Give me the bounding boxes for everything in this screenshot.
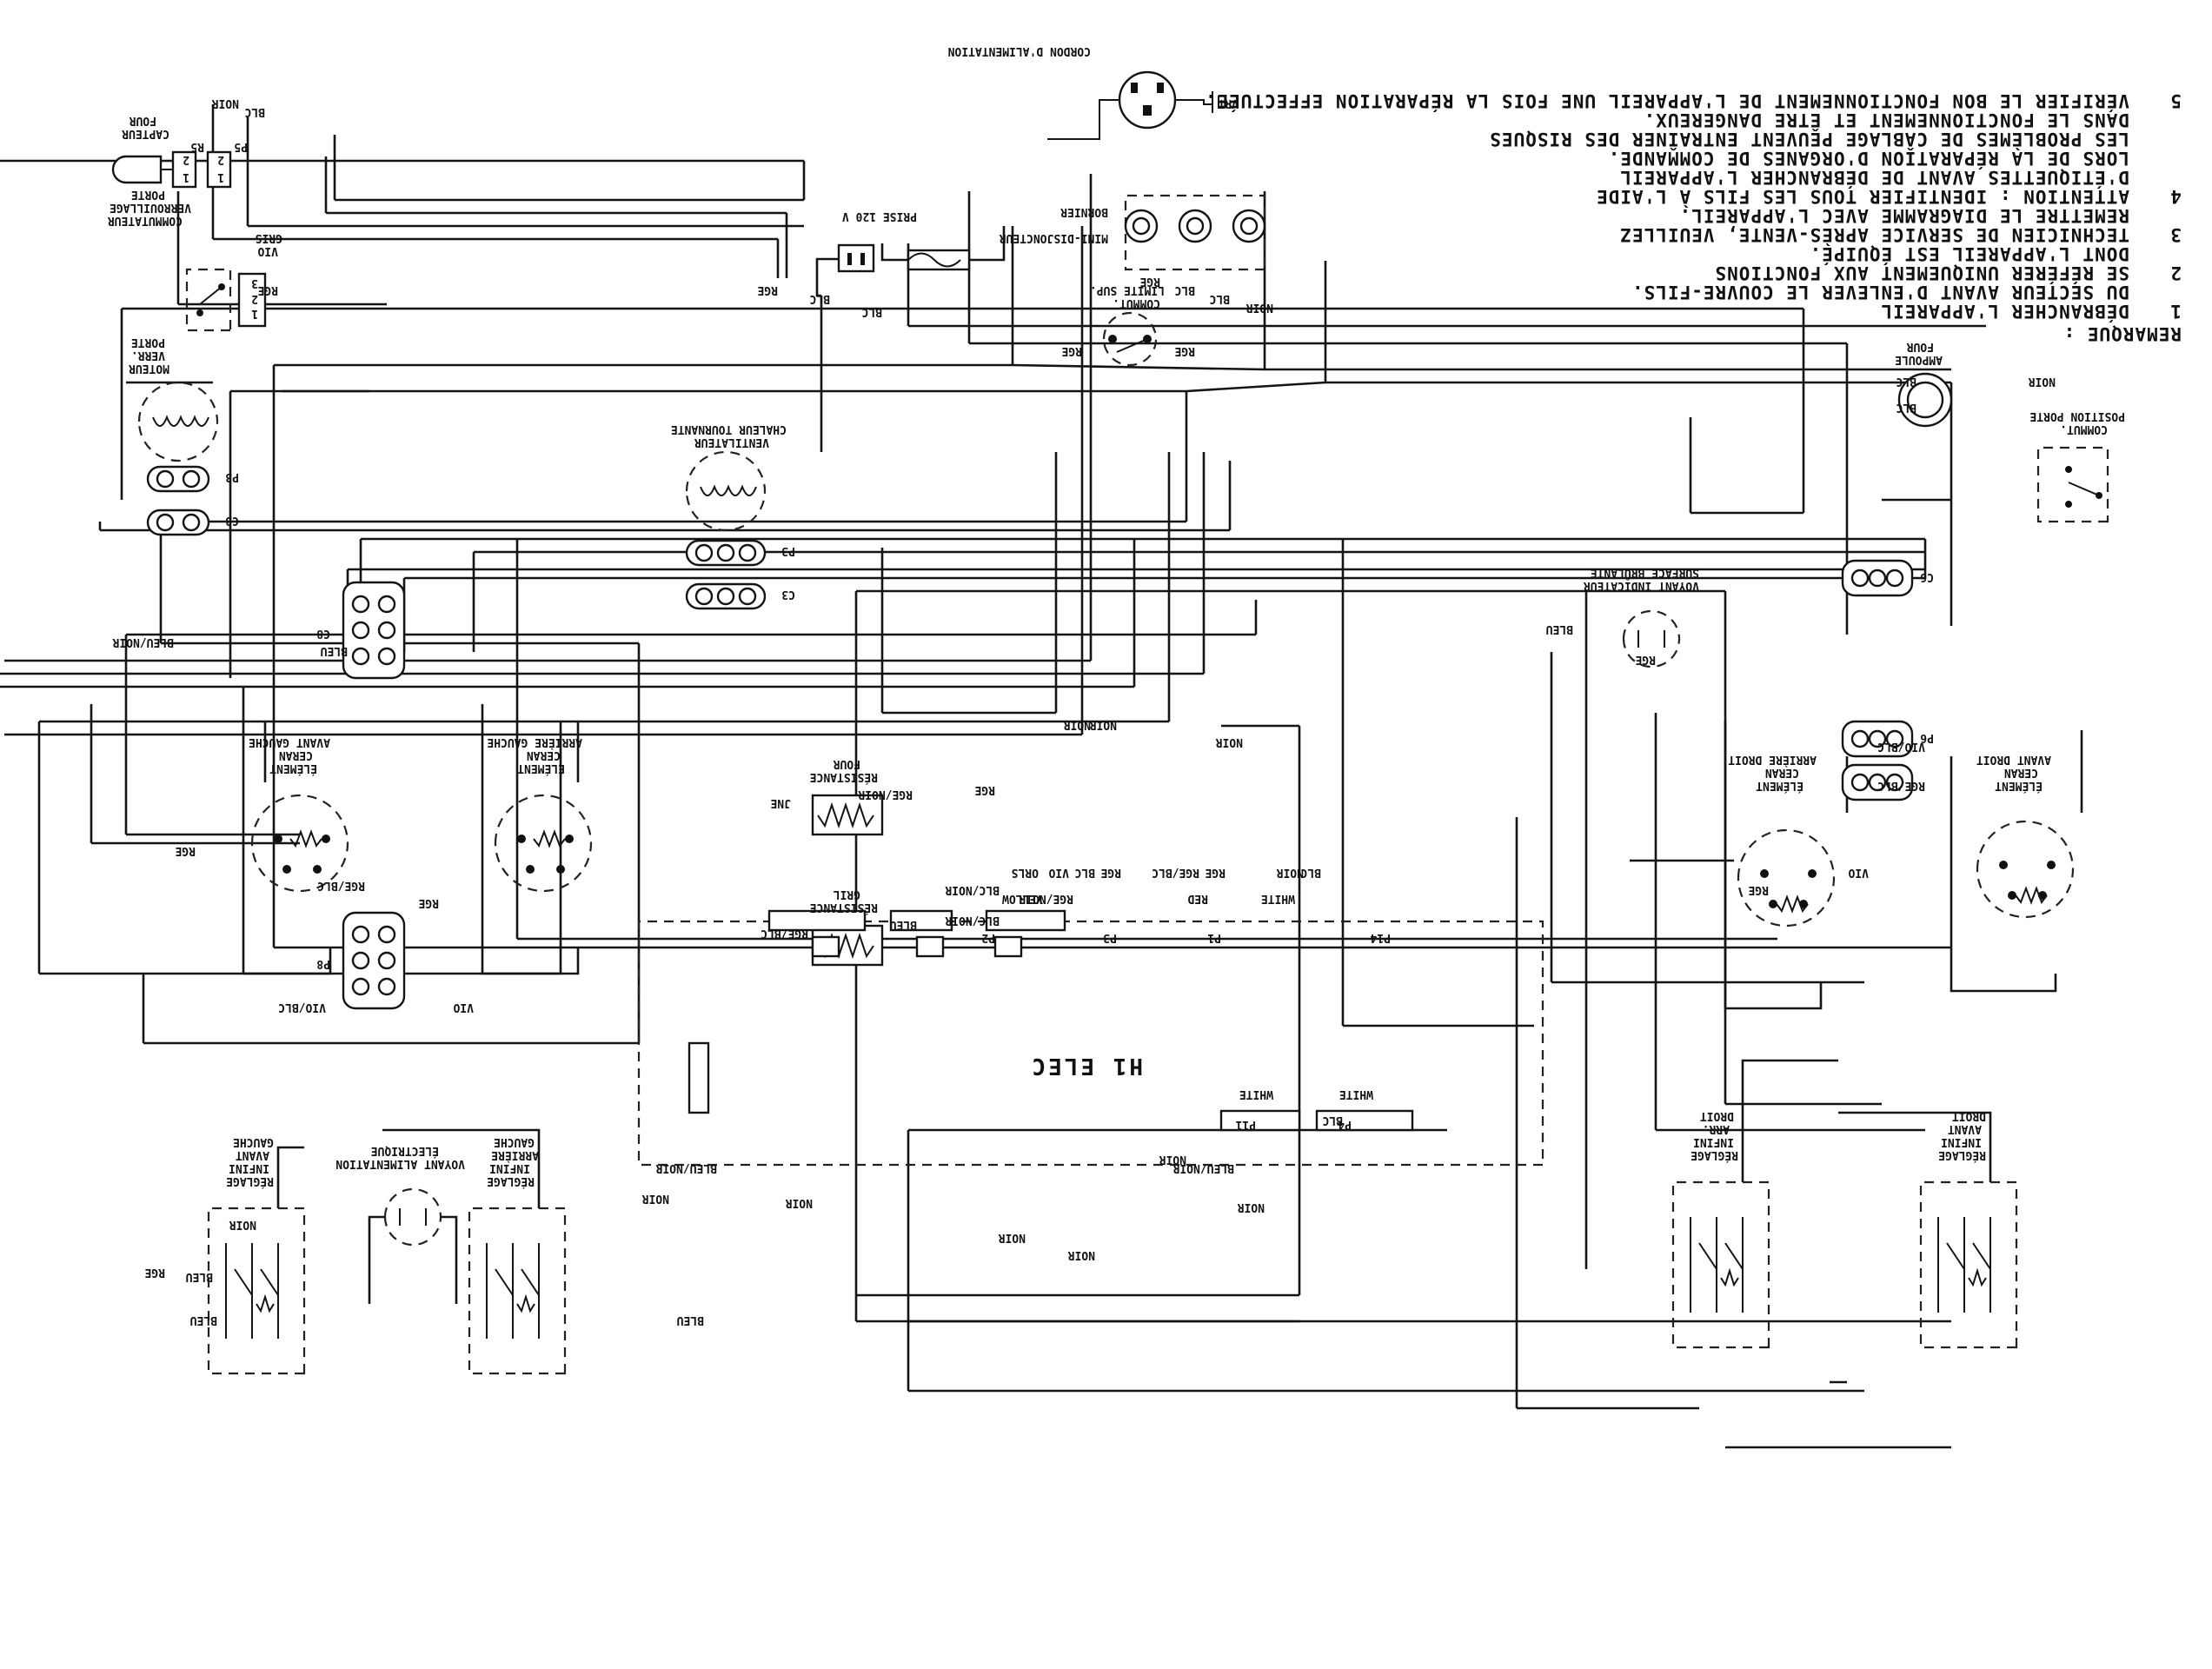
svg-text:1: 1	[251, 307, 258, 320]
infinite-switch-left-front	[207, 1207, 306, 1375]
door-position-switch	[2036, 446, 2109, 523]
svg-text:1: 1	[183, 170, 189, 183]
outlet-120v	[815, 243, 875, 297]
svg-text:2: 2	[251, 292, 258, 305]
mini-breaker	[880, 226, 1006, 271]
plug-c6	[1841, 559, 1914, 597]
svg-text:2: 2	[183, 153, 189, 166]
high-limit-switch	[1102, 311, 1158, 367]
infinite-switch-left-rear	[468, 1207, 567, 1375]
oven-lamp	[1897, 372, 1953, 428]
element-left-front	[250, 794, 349, 893]
svg-text:1: 1	[217, 170, 224, 183]
svg-text:3: 3	[251, 276, 258, 289]
element-right-rear	[1737, 828, 1836, 928]
element-left-rear	[494, 794, 593, 893]
door-lock-switch: 1 2 3	[185, 268, 267, 332]
bake-element	[811, 794, 884, 836]
plug-c8	[342, 581, 406, 680]
oven-sensor: 1 2 1 2	[111, 150, 232, 189]
plug-p6	[1841, 720, 1914, 801]
wire-bundle	[0, 104, 1986, 1449]
plug-p8	[342, 911, 406, 1010]
door-lock-motor	[137, 381, 219, 536]
power-indicator-lamp	[368, 1187, 458, 1304]
control-board	[637, 909, 1544, 1167]
element-right-front	[1976, 820, 2075, 919]
terminal-block	[1124, 194, 1266, 271]
power-cord	[1047, 70, 1219, 140]
convection-fan	[685, 450, 767, 610]
infinite-switch-right-front	[1919, 1180, 2018, 1349]
infinite-switch-right-rear	[1671, 1180, 1770, 1349]
hot-surface-lamp	[1622, 609, 1681, 668]
svg-text:2: 2	[217, 153, 224, 166]
